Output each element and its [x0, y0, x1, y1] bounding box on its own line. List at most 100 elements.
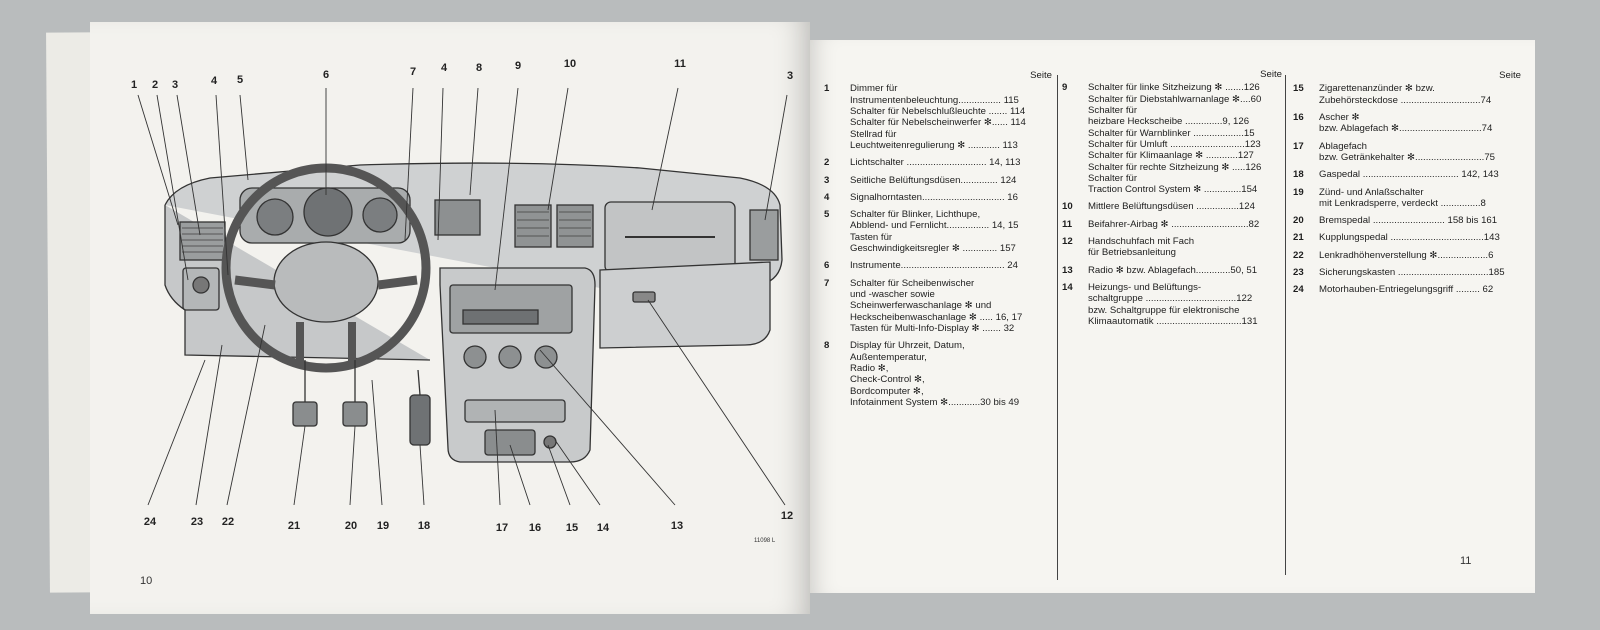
legend-entry-number: 15: [1293, 83, 1304, 95]
callout-13: 13: [670, 520, 684, 532]
legend-entry-line: Motorhauben-Entriegelungsgriff .........…: [1319, 284, 1494, 296]
legend-entry-line: Stellrad für: [850, 128, 897, 140]
legend-entry-line: Kupplungspedal .........................…: [1319, 232, 1500, 244]
legend-entry-line: Heckscheibenwaschanlage ✻ ..... 16, 17: [850, 311, 1023, 323]
legend-entry-number: 10: [1062, 201, 1073, 213]
legend-entry-text: Signalhorntasten........................…: [850, 192, 1052, 203]
legend-entry-text: Zigarettenanzünder ✻ bzw.Zubehörsteckdos…: [1319, 83, 1521, 106]
legend-entry-line: Scheinwerferwaschanlage ✻ und: [850, 300, 992, 312]
legend-entry-line: Radio ✻ bzw. Ablagefach.............50, …: [1088, 264, 1258, 276]
legend-entry-line: Mittlere Belüftungsdüsen ...............…: [1088, 201, 1255, 213]
callout-9: 9: [514, 60, 522, 72]
legend-entry-text: Instrumente.............................…: [850, 260, 1052, 271]
legend-entry-line: Ablagefach: [1319, 140, 1368, 152]
legend-entry-line: Zubehörsteckdose .......................…: [1319, 94, 1492, 106]
legend-entry-line: Geschwindigkeitsregler ✻ ............. 1…: [850, 243, 1016, 255]
legend-entry-line: Signalhorntasten........................…: [850, 191, 1018, 203]
right-page-number: 11: [1460, 555, 1472, 567]
callout-24: 24: [143, 516, 157, 528]
legend-entry-line: Schalter für: [1088, 172, 1138, 184]
legend-entry-number: 24: [1293, 284, 1304, 296]
callout-18: 18: [417, 520, 431, 532]
cigarette-lighter: [543, 435, 557, 449]
legend-entry-line: Schalter für linke Sitzheizung ✻ .......…: [1088, 82, 1260, 94]
legend-entry-text: Lichtschalter ..........................…: [850, 157, 1052, 168]
legend-entry-line: Schalter für Nebelscheinwerfer ✻...... 1…: [850, 117, 1026, 129]
callout-21: 21: [287, 520, 301, 532]
legend-entry-line: Infotainment System ✻............30 bis …: [850, 396, 1020, 408]
radio: [449, 284, 573, 334]
legend-entry-line: Handschuhfach mit Fach: [1088, 236, 1195, 248]
center-vent-left: [514, 204, 552, 248]
legend-entry: 24 Motorhauben-Entriegelungsgriff .......…: [1293, 284, 1521, 295]
column-divider-1: [1057, 75, 1058, 580]
legend-entry-number: 11: [1062, 218, 1073, 230]
legend-entry-line: bzw. Getränkehalter ✻...................…: [1319, 151, 1495, 163]
callout-3-second: 3: [786, 70, 794, 82]
legend-entry-line: bzw. Schaltgruppe für elektronische: [1088, 304, 1240, 316]
callout-4-second: 4: [440, 62, 448, 74]
legend-entry-line: Abblend- und Fernlicht................ 1…: [850, 220, 1019, 232]
legend-entry-line: Radio ✻,: [850, 362, 889, 374]
legend-entry-line: Schalter für Blinker, Lichthupe,: [850, 209, 981, 221]
hvac-knob-2: [498, 345, 522, 369]
legend-entry-text: Gaspedal ...............................…: [1319, 169, 1521, 180]
legend-entry-line: Schalter für rechte Sitzheizung ✻ .....1…: [1088, 161, 1262, 173]
legend-entry: 11 Beifahrer-Airbag ✻ ...................…: [1062, 219, 1282, 230]
legend-entry-line: Dimmer für: [850, 83, 898, 95]
legend-entry-line: Lichtschalter ..........................…: [850, 157, 1021, 169]
legend-entry-line: Beifahrer-Airbag ✻ .....................…: [1088, 218, 1260, 230]
legend-entry-text: Motorhauben-Entriegelungsgriff .........…: [1319, 284, 1521, 295]
legend-entry-number: 22: [1293, 249, 1304, 261]
fuel-gauge: [362, 197, 398, 233]
center-vent-right: [556, 204, 594, 248]
legend-entry: 15 Zigarettenanzünder ✻ bzw.Zubehörsteckd…: [1293, 83, 1521, 106]
legend-entry-number: 19: [1293, 186, 1304, 198]
tachometer: [256, 198, 294, 236]
legend-entry-text: Mittlere Belüftungsdüsen ...............…: [1088, 201, 1282, 212]
legend-entry-line: heizbare Heckscheibe ..............9, 12…: [1088, 116, 1250, 128]
callout-16: 16: [528, 522, 542, 534]
figure-code: 11098 L: [754, 538, 776, 544]
legend-entry-number: 23: [1293, 267, 1304, 279]
legend-entry-text: Seitliche Belüftungsdüsen.............. …: [850, 175, 1052, 186]
legend-entry-text: Bremspedal ........................... 1…: [1319, 215, 1521, 226]
legend-entry-number: 18: [1293, 169, 1304, 181]
callout-17: 17: [495, 522, 509, 534]
legend-entry-number: 3: [824, 174, 830, 186]
legend-entry-line: Sicherungskasten .......................…: [1319, 267, 1505, 279]
callout-20: 20: [344, 520, 358, 532]
legend-entry-line: Display für Uhrzeit, Datum,: [850, 340, 965, 352]
column-header: Seite: [1499, 70, 1521, 81]
legend-entry-line: Gaspedal ...............................…: [1319, 169, 1499, 181]
callout-8: 8: [475, 62, 483, 74]
legend-entry: 3 Seitliche Belüftungsdüsen..............…: [824, 175, 1052, 186]
legend-entry-number: 16: [1293, 111, 1304, 123]
callout-19: 19: [376, 520, 390, 532]
legend-column-3: Seite 15 Zigarettenanzünder ✻ bzw.Zubehör…: [1293, 70, 1521, 302]
storage-tray: [464, 399, 566, 423]
clutch-pedal: [292, 401, 318, 427]
legend-entry-line: Check-Control ✻,: [850, 374, 925, 386]
legend-entry-number: 4: [824, 191, 830, 203]
legend-entry-line: für Betriebsanleitung: [1088, 247, 1176, 259]
legend-entry-line: Leuchtweitenregulierung ✻ ............ 1…: [850, 139, 1018, 151]
